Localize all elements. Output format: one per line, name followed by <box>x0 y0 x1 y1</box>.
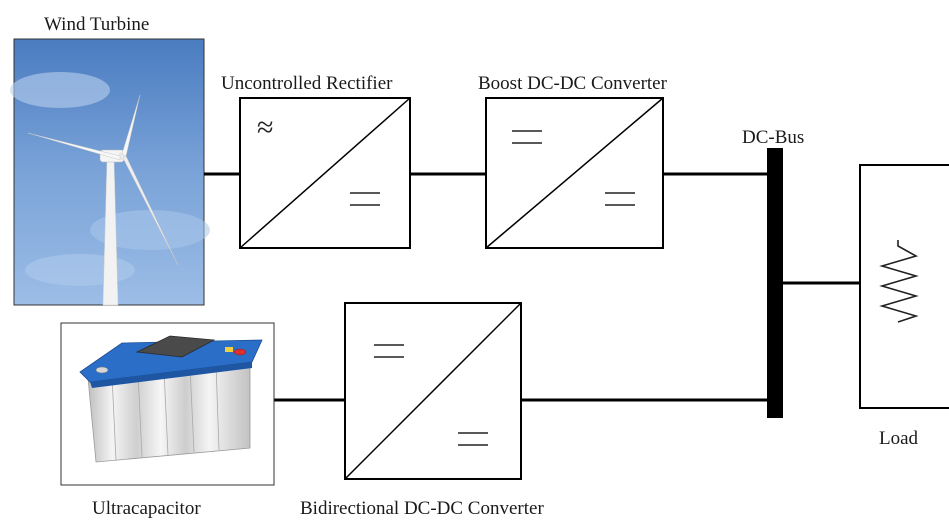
load-label: Load <box>879 428 919 449</box>
bidirectional-converter-label: Bidirectional DC-DC Converter <box>300 498 544 519</box>
connection-lines <box>204 172 860 402</box>
ultracapacitor-image <box>60 322 275 486</box>
rectifier-block: ≈ <box>239 97 411 249</box>
rectifier-label: Uncontrolled Rectifier <box>221 73 393 94</box>
dc-bus-label: DC-Bus <box>742 127 805 148</box>
load-block <box>859 164 949 409</box>
dc-symbol <box>374 344 404 358</box>
boost-converter-label: Boost DC-DC Converter <box>478 73 667 94</box>
wind-turbine-image <box>10 38 210 306</box>
ultracapacitor-label: Ultracapacitor <box>92 498 201 519</box>
ac-symbol: ≈ <box>257 111 273 144</box>
dc-symbol <box>458 432 488 446</box>
dc-symbol <box>350 192 380 206</box>
dc-symbol <box>512 130 542 144</box>
boost-converter-block <box>485 97 664 249</box>
dc-symbol <box>605 192 635 206</box>
bidirectional-converter-block <box>344 302 522 480</box>
wind-turbine-label: Wind Turbine <box>44 14 150 35</box>
resistor-icon <box>879 240 919 323</box>
dc-bus-bar <box>767 148 783 418</box>
